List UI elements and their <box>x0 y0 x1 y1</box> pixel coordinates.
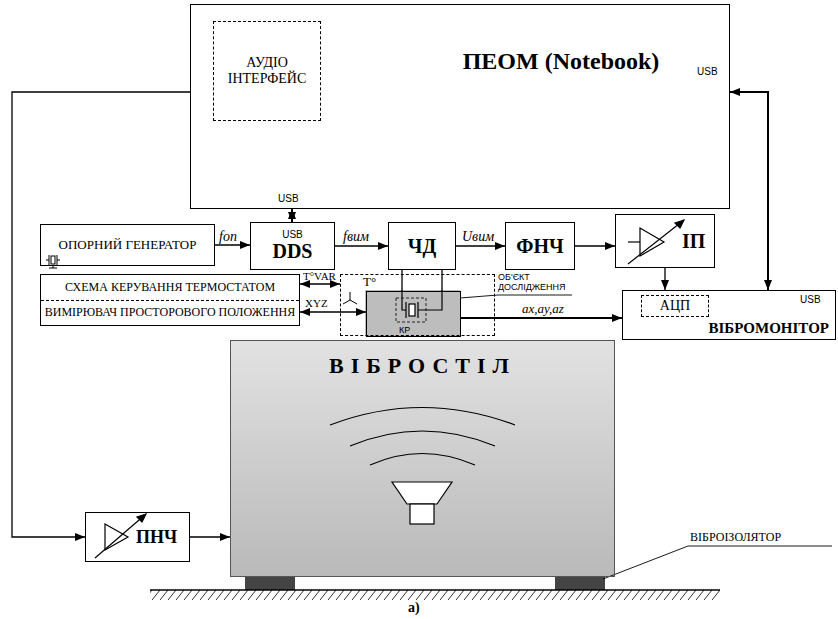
connector <box>291 209 293 222</box>
table-fill <box>230 340 615 577</box>
thermostat-region: T° КР <box>340 274 495 336</box>
node-text: ПНЧ <box>136 528 177 546</box>
signal-label: fвим <box>343 229 369 245</box>
signal-label: fоп <box>219 229 237 245</box>
vibration-isolator <box>245 577 295 590</box>
drawing-part <box>46 255 60 265</box>
drawing-part <box>51 256 55 264</box>
vibration-isolator <box>555 577 605 590</box>
dds-box: USBDDS <box>250 222 335 270</box>
sound-waves <box>330 408 515 466</box>
drawing-part <box>410 504 434 524</box>
ground-line <box>150 589 720 591</box>
drawing-part <box>330 408 515 426</box>
signal-label: Uвим <box>462 229 494 245</box>
leader-line <box>460 295 572 298</box>
ground-hatching <box>150 590 720 600</box>
node-text: ЧД <box>408 235 436 258</box>
vibration-table: ВІБРОСТІЛ <box>230 340 615 577</box>
drawing-part <box>396 298 426 322</box>
annotation-label: USB <box>278 193 299 204</box>
connector <box>461 317 622 319</box>
leader-line <box>603 546 832 579</box>
node-text: ПЕОМ (Notebook) <box>441 45 681 77</box>
node-text: СХЕМА КЕРУВАННЯ ТЕРМОСТАТОМ <box>41 275 299 300</box>
connector <box>575 245 615 246</box>
annotation-label: ВІБРОІЗОЛЯТОР <box>690 530 781 545</box>
connector <box>215 244 250 245</box>
drawing-part <box>343 292 357 304</box>
annotation-label: USB <box>697 66 718 77</box>
object-fill <box>365 290 460 336</box>
signal-label: ax,ay,az <box>522 301 564 317</box>
connector <box>300 283 340 284</box>
node-text: ФНЧ <box>516 235 563 258</box>
node-text: КР <box>399 326 410 335</box>
drawing-part <box>402 290 442 310</box>
node-text: DDS <box>272 240 312 263</box>
drawing-part <box>406 302 418 318</box>
amplifier-symbol <box>628 220 684 264</box>
speaker-symbol <box>392 482 452 524</box>
amplifier-box: ІП <box>615 214 715 268</box>
filter-box: ФНЧ <box>505 222 575 270</box>
drawing-part <box>137 514 146 522</box>
node-text: АЦП <box>660 299 690 313</box>
connector <box>335 245 388 246</box>
signal-label: XYZ <box>305 297 328 309</box>
node-text: ВІБРОСТІЛ <box>231 353 614 379</box>
connector <box>190 536 230 537</box>
node-text: ОПОРНИЙ ГЕНЕРАТОР <box>59 237 197 253</box>
generator-box: ОПОРНИЙ ГЕНЕРАТОР <box>40 224 215 266</box>
signal-label: T°VAR <box>303 270 336 282</box>
drawing-part <box>392 482 452 504</box>
connector <box>664 268 665 290</box>
computer-box: ПЕОМ (Notebook) АУДІО ІНТЕРФЕЙС <box>190 4 730 209</box>
node-text: ВИМІРЮВАЧ ПРОСТОРОВОГО ПОЛОЖЕННЯ <box>41 300 299 326</box>
adc-box: АЦП <box>641 295 709 317</box>
drawing-part <box>409 304 415 316</box>
drawing-part <box>628 220 684 264</box>
axes-symbol <box>343 292 357 304</box>
amplifier-box: ПНЧ <box>85 512 190 562</box>
drawing-part <box>350 431 495 446</box>
drawing-part <box>675 220 684 228</box>
annotation-label: a) <box>408 600 420 616</box>
detector-box: ЧД <box>388 222 456 270</box>
annotation-label: USB <box>800 294 821 305</box>
node-text: USB <box>282 229 303 240</box>
node-text: ІП <box>682 230 705 253</box>
generator-crystal <box>46 255 60 268</box>
object-box: КР <box>366 291 461 337</box>
connector <box>300 311 366 312</box>
annotation-label: ОБ'ЄКТ ДОСЛІДЖЕННЯ <box>498 273 574 293</box>
drawing-part <box>370 454 475 466</box>
node-text: ВІБРОМОНІТОР <box>709 321 829 336</box>
node-text: T° <box>363 275 376 288</box>
crystal-symbol <box>396 290 442 322</box>
node-text: АУДІО ІНТЕРФЕЙС <box>214 55 320 87</box>
drawing-part <box>628 241 640 242</box>
connector <box>730 92 768 290</box>
connector <box>456 245 505 246</box>
control-box: СХЕМА КЕРУВАННЯ ТЕРМОСТАТОМВИМІРЮВАЧ ПРО… <box>40 274 300 326</box>
audio-interface-box: АУДІО ІНТЕРФЕЙС <box>213 21 321 121</box>
